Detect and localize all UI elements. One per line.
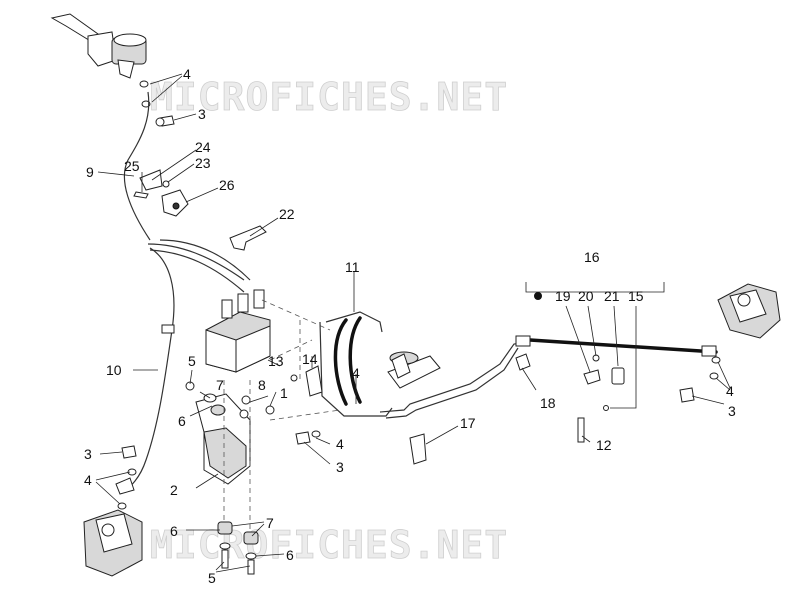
bracket-14 xyxy=(305,365,323,397)
mount-hardware-lower xyxy=(217,521,259,575)
callout-3-left: 3 xyxy=(84,446,92,462)
callout-8: 8 xyxy=(258,377,266,393)
washer-rear-b xyxy=(709,372,719,380)
callout-10: 10 xyxy=(106,362,122,378)
front-master-cylinder xyxy=(50,13,147,79)
callout-4-top: 4 xyxy=(183,66,191,82)
assembly-line-3 xyxy=(269,339,313,361)
front-washers xyxy=(139,80,151,108)
callout-24: 24 xyxy=(195,139,211,155)
abs-pipe-b xyxy=(149,249,245,293)
callout-13: 13 xyxy=(268,353,284,369)
callout-4-mid: 4 xyxy=(336,436,344,452)
front-lower-brake-hose xyxy=(123,247,175,491)
flexible-hose-11b xyxy=(348,316,362,404)
leader-lines xyxy=(95,73,731,573)
bolt-rear xyxy=(679,387,695,403)
callout-14: 14 xyxy=(302,351,318,367)
rear-brake-caliper xyxy=(717,283,781,339)
assembly-line-6 xyxy=(269,409,341,421)
callout-26: 26 xyxy=(219,177,235,193)
callout-1: 1 xyxy=(280,385,288,401)
hose-fitting-right xyxy=(701,345,717,357)
front-upper-brake-hose xyxy=(123,91,151,241)
callout-3-top: 3 xyxy=(198,106,206,122)
callout-25: 25 xyxy=(124,158,140,174)
pipe-11a xyxy=(319,321,393,417)
front-bolt-top xyxy=(155,115,175,127)
callout-19: 19 xyxy=(555,288,571,304)
hose-guide-bracket-26 xyxy=(161,189,189,217)
rear-brake-hose xyxy=(528,338,718,354)
callout-11: 11 xyxy=(345,259,360,275)
callout-numbers: 4 3 24 23 25 9 26 22 11 16 19 20 21 15 1… xyxy=(84,66,736,586)
pipe-11b xyxy=(325,311,383,333)
hose-fitting-left xyxy=(515,335,531,347)
callout-6-bottom-right: 6 xyxy=(286,547,294,563)
abs-modulator xyxy=(205,289,271,373)
abs-mounting-bracket xyxy=(195,393,251,485)
callout-4-left: 4 xyxy=(84,472,92,488)
screw-23 xyxy=(162,180,170,188)
bolt-12 xyxy=(577,417,585,443)
callout-3-right: 3 xyxy=(728,403,736,419)
callout-21: 21 xyxy=(604,288,620,304)
flexible-hose-11 xyxy=(333,318,348,406)
callout-7-bottom: 7 xyxy=(266,515,274,531)
callout-22: 22 xyxy=(279,206,295,222)
clamp-19 xyxy=(583,369,601,385)
screw-25 xyxy=(133,191,149,199)
callout-12: 12 xyxy=(596,437,612,453)
nut-15 xyxy=(603,405,609,411)
callout-15: 15 xyxy=(628,288,644,304)
callout-3-mid: 3 xyxy=(336,459,344,475)
rear-rigid-pipe-b xyxy=(385,347,519,419)
bracket-22 xyxy=(229,225,267,251)
assembly-line-4 xyxy=(261,299,331,331)
callout-16-marker xyxy=(534,292,542,300)
bracket-17 xyxy=(409,433,427,465)
front-lower-fittings xyxy=(115,445,137,510)
callout-6-bottom-left: 6 xyxy=(170,523,178,539)
callout-2: 2 xyxy=(170,482,178,498)
bolt-center xyxy=(295,431,311,445)
callout-7-top: 7 xyxy=(216,377,224,393)
bolt-13 xyxy=(290,374,298,382)
watermark-top: MICROFICHES.NET xyxy=(150,75,508,119)
callout-4-right: 4 xyxy=(726,383,734,399)
washer-center xyxy=(311,430,321,438)
abs-pipe-a xyxy=(147,243,245,281)
callout-17: 17 xyxy=(460,415,476,431)
callout-23: 23 xyxy=(195,155,211,171)
hose-clip xyxy=(161,324,175,334)
callout-9: 9 xyxy=(86,164,94,180)
spacer-21 xyxy=(611,367,625,385)
clip-24 xyxy=(139,169,163,191)
grommet-18 xyxy=(515,353,531,371)
callout-5-bottom: 5 xyxy=(208,570,216,586)
callout-20: 20 xyxy=(578,288,594,304)
rear-master-cylinder xyxy=(387,351,441,389)
washer-rear-a xyxy=(711,356,721,364)
abs-pipe-c xyxy=(159,239,251,281)
rear-rigid-pipe xyxy=(379,341,531,413)
callout-16: 16 xyxy=(584,249,600,265)
callout-4-center: 4 xyxy=(352,365,360,381)
callout-6-top: 6 xyxy=(178,413,186,429)
callout-18: 18 xyxy=(540,395,556,411)
front-brake-caliper xyxy=(83,509,143,577)
callout-5-top: 5 xyxy=(188,353,196,369)
